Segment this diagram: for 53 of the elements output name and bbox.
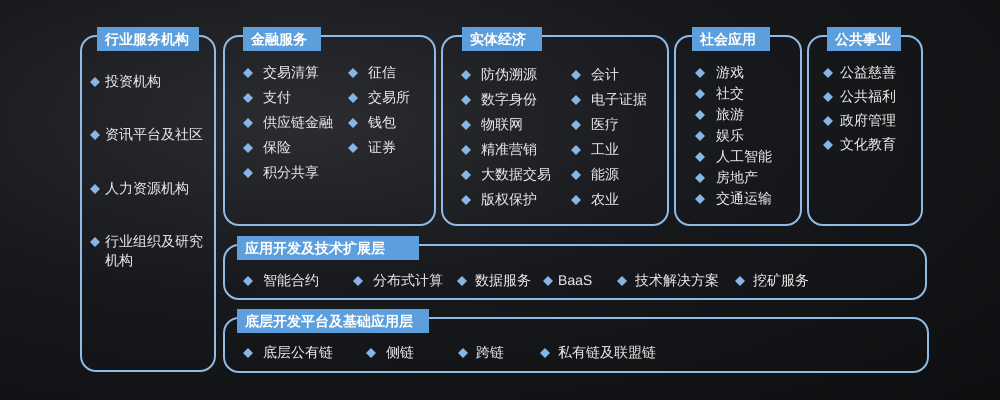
list-item: 版权保护 <box>481 190 537 209</box>
list-item: 征信 <box>368 63 396 82</box>
list-item: 旅游 <box>716 105 744 124</box>
list-item: 数字身份 <box>481 90 537 109</box>
list-item: 房地产 <box>716 168 758 187</box>
heading-tab: 公共事业 <box>827 27 901 51</box>
heading-tab: 金融服务 <box>243 27 321 51</box>
list-item: 人工智能 <box>716 147 772 166</box>
list-item: 会计 <box>591 65 619 84</box>
list-item: 公共福利 <box>840 87 896 106</box>
list-item: 底层公有链 <box>263 343 333 362</box>
list-item: 保险 <box>263 138 291 157</box>
heading-tab: 实体经济 <box>462 27 542 51</box>
list-item: 防伪溯源 <box>481 65 537 84</box>
list-item: 侧链 <box>386 343 414 362</box>
list-item: 社交 <box>716 84 744 103</box>
heading-tab: 行业服务机构 <box>97 27 199 51</box>
list-item: 支付 <box>263 88 291 107</box>
list-item: 能源 <box>591 165 619 184</box>
list-item: 积分共享 <box>263 163 319 182</box>
list-item: 精准营销 <box>481 140 537 159</box>
list-item: 文化教育 <box>840 135 896 154</box>
heading-tab: 社会应用 <box>692 27 770 51</box>
list-item: 公益慈善 <box>840 63 896 82</box>
list-item: 电子证据 <box>591 90 647 109</box>
list-item: 跨链 <box>476 343 504 362</box>
list-item: 行业组织及研究机构 <box>105 232 204 270</box>
list-item: 交易所 <box>368 88 410 107</box>
list-item: 人力资源机构 <box>105 179 189 198</box>
list-item: 技术解决方案 <box>635 271 719 290</box>
list-item: 工业 <box>591 140 619 159</box>
list-item: 交通运输 <box>716 189 772 208</box>
list-item: 娱乐 <box>716 126 744 145</box>
heading-tab: 底层开发平台及基础应用层 <box>237 309 429 333</box>
list-item: 资讯平台及社区 <box>105 125 203 144</box>
list-item: 政府管理 <box>840 111 896 130</box>
list-item: 物联网 <box>481 115 523 134</box>
list-item: 交易清算 <box>263 63 319 82</box>
list-item: 医疗 <box>591 115 619 134</box>
list-item: 投资机构 <box>105 72 161 91</box>
list-item: 证券 <box>368 138 396 157</box>
list-item: 挖矿服务 <box>753 271 809 290</box>
list-item: 大数据交易 <box>481 165 551 184</box>
list-item: BaaS <box>558 271 592 290</box>
list-item: 钱包 <box>368 113 396 132</box>
list-item: 供应链金融 <box>263 113 333 132</box>
list-item: 私有链及联盟链 <box>558 343 656 362</box>
list-item: 分布式计算 <box>373 271 443 290</box>
list-item: 智能合约 <box>263 271 319 290</box>
list-item: 数据服务 <box>475 271 531 290</box>
heading-tab: 应用开发及技术扩展层 <box>237 236 419 260</box>
list-item: 游戏 <box>716 63 744 82</box>
list-item: 农业 <box>591 190 619 209</box>
